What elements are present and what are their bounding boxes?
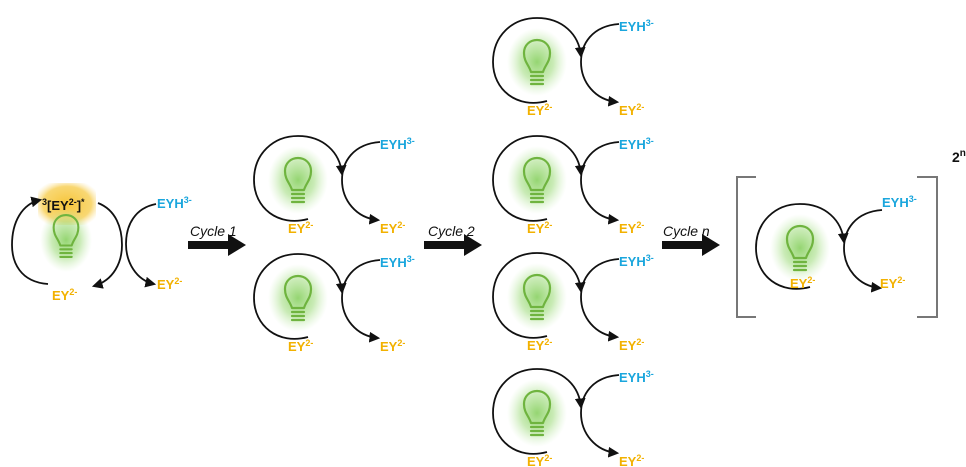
svg-text:EY2-: EY2- [790, 275, 815, 291]
eyh-label: EYH3- [157, 195, 192, 211]
svg-text:EY2-: EY2- [527, 453, 552, 467]
svg-text:EY2-: EY2- [619, 337, 644, 353]
svg-text:EYH3-: EYH3- [619, 369, 654, 385]
right-bracket [917, 176, 938, 318]
svg-text:EY2-: EY2- [619, 102, 644, 118]
svg-text:EY2-: EY2- [527, 220, 552, 236]
svg-text:EY2-: EY2- [619, 453, 644, 467]
ey-label: EY2- [157, 276, 182, 292]
svg-text:EY2-: EY2- [619, 220, 644, 236]
ey-label: EY2- [52, 287, 77, 303]
left-bracket [736, 176, 756, 318]
svg-text:EY2-: EY2- [880, 275, 905, 291]
svg-text:EY2-: EY2- [288, 220, 313, 236]
cycle-n-group: EYH3- EY2- EY2- 2n [736, 148, 966, 318]
svg-text:EY2-: EY2- [380, 338, 405, 354]
cycle-1-unit: EYH3- EY2- EY2- [254, 136, 415, 236]
cycle-2-label: Cycle 2 [428, 223, 475, 239]
cycle-1-label: Cycle 1 [190, 223, 237, 239]
cycle-2-transition: Cycle 2 [424, 223, 482, 256]
cycle-2-unit: EYH3- EY2- EY2- [493, 369, 654, 467]
arrow-right-icon [662, 234, 720, 256]
svg-text:EYH3-: EYH3- [882, 194, 917, 210]
svg-text:EY2-: EY2- [527, 102, 552, 118]
excitation-arrow [11, 196, 49, 285]
cycle-1-transition: Cycle 1 [188, 223, 246, 256]
lightbulb-icon [52, 214, 80, 258]
cycle-2-unit: EYH3- EY2- EY2- [493, 18, 654, 118]
cycle-n-transition: Cycle n [662, 223, 720, 256]
multiplier-exponent: 2n [952, 148, 966, 165]
arrow-right-icon [188, 234, 246, 256]
excited-state-label: 3[EY2-]* [42, 197, 85, 213]
svg-text:EY2-: EY2- [527, 337, 552, 353]
cycle-n-label: Cycle n [663, 223, 710, 239]
svg-text:EY2-: EY2- [288, 338, 313, 354]
svg-text:EYH3-: EYH3- [619, 136, 654, 152]
svg-text:EYH3-: EYH3- [619, 18, 654, 34]
cycle-1-unit: EYH3- EY2- EY2- [254, 254, 415, 354]
cycle-2-unit: EYH3- EY2- EY2- [493, 253, 654, 353]
cycle-n-unit: EYH3- EY2- EY2- [756, 194, 917, 291]
svg-text:EYH3-: EYH3- [380, 136, 415, 152]
reduction-arrow [125, 203, 157, 288]
arrow-right-icon [424, 234, 482, 256]
initial-cycle: 3[EY2-]* EYH3- EY2- EY2- [11, 183, 192, 303]
quench-arrow [91, 202, 123, 289]
initial-bulb-glow [40, 208, 92, 272]
cycle-2-unit: EYH3- EY2- EY2- [493, 136, 654, 236]
svg-text:EYH3-: EYH3- [380, 254, 415, 270]
svg-text:EY2-: EY2- [380, 220, 405, 236]
svg-text:EYH3-: EYH3- [619, 253, 654, 269]
